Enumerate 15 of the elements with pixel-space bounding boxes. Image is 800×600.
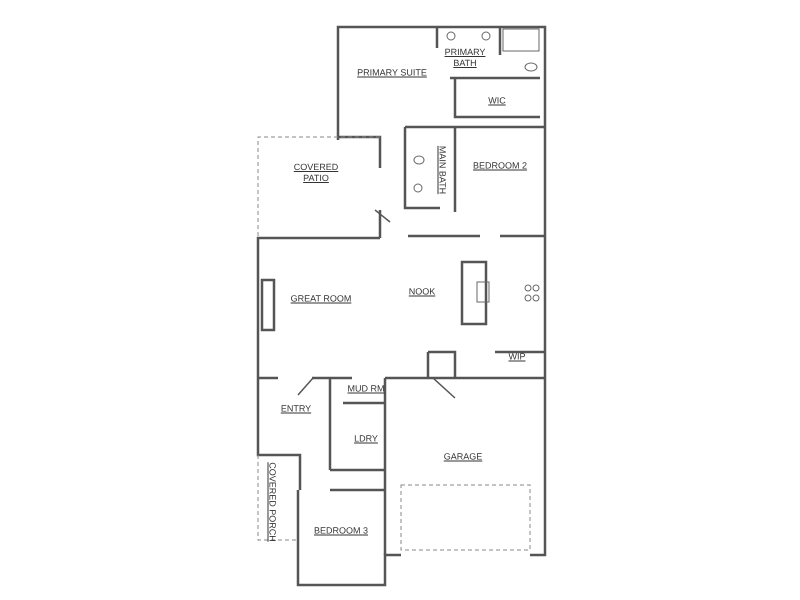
room-label: NOOK — [408, 286, 436, 298]
room-label: PRIMARY BATH — [444, 47, 486, 69]
room-label: MUD RM — [348, 384, 384, 394]
room-label: WIP — [508, 352, 526, 362]
room-label: COVERED PORCH — [266, 462, 278, 542]
room-label: BEDROOM 2 — [473, 160, 527, 172]
room-label: GARAGE — [444, 452, 482, 462]
room-label: BEDROOM 3 — [314, 526, 368, 536]
room-label: GREAT ROOM — [290, 294, 352, 304]
room-label: LDRY — [354, 434, 378, 444]
room-label: PRIMARY SUITE — [357, 68, 427, 78]
room-label: ENTRY — [280, 404, 312, 414]
room-label: WIC — [488, 96, 506, 106]
room-label: COVERED PATIO — [292, 162, 340, 184]
room-label: MAIN BATH — [436, 146, 448, 194]
